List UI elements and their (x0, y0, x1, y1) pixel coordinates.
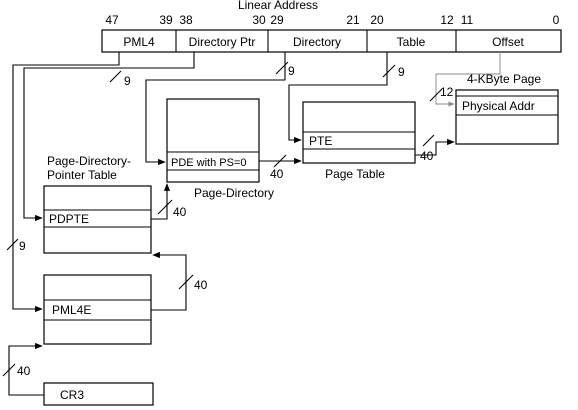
dir-index-width-tick (275, 61, 289, 75)
dir-index-width: 9 (288, 64, 295, 78)
pdpt-title-line2: Pointer Table (47, 168, 117, 182)
offset-width-tick (429, 88, 443, 102)
pml4e-to-pdpt-width: 40 (194, 278, 208, 292)
pml4-index-width-2: 9 (19, 239, 26, 253)
field-table: Table (397, 35, 426, 49)
pml4e-entry: PML4E (52, 303, 91, 317)
pml4-index-width: 9 (124, 74, 131, 88)
pml4-index-width-tick-2 (6, 238, 19, 251)
bit-label-29: 29 (270, 13, 284, 27)
pml4-index-width-tick (109, 70, 122, 83)
cr3-to-pml4-width-tick (2, 363, 16, 377)
pml4-index-connector (12, 52, 120, 313)
pdpt-box (43, 185, 152, 254)
table-index-connector (288, 52, 388, 144)
table-index-width-tick (382, 64, 396, 78)
field-pml4: PML4 (123, 35, 155, 49)
pdpte-entry: PDPTE (49, 212, 89, 226)
bit-label-38: 38 (179, 13, 193, 27)
pte-to-page-width: 40 (420, 149, 434, 163)
linear-address-title: Linear Address (238, 0, 318, 12)
dirptr-index-connector (23, 52, 195, 222)
pdpte-to-pd-arrow (151, 183, 171, 220)
pml4e-to-pdpt-width-tick (178, 274, 194, 290)
field-directory-ptr: Directory Ptr (189, 35, 256, 49)
pde-to-pt-width: 40 (270, 167, 284, 181)
pml4-table-box (43, 274, 152, 345)
pml4e-to-pdpt-arrow (151, 251, 187, 311)
linear-address-bar (101, 29, 562, 53)
offset-connector (435, 52, 501, 107)
cr3-register (43, 382, 154, 406)
offset-width: 12 (440, 85, 454, 99)
bit-label-47: 47 (105, 13, 119, 27)
cr3-to-pml4-width: 40 (17, 364, 31, 378)
bit-label-21: 21 (346, 13, 360, 27)
pdpte-to-pd-width: 40 (173, 205, 187, 219)
bit-label-0: 0 (553, 13, 560, 27)
page-directory-title: Page-Directory (194, 186, 274, 200)
page-box (455, 89, 559, 145)
bit-label-12: 12 (440, 13, 454, 27)
pdpt-title-line1: Page-Directory- (47, 154, 131, 168)
page-title: 4-KByte Page (467, 72, 541, 86)
dir-index-connector (145, 52, 286, 166)
pdpte-to-pd-width-tick (157, 199, 173, 215)
bit-label-39: 39 (159, 13, 173, 27)
bit-label-11: 11 (461, 13, 474, 27)
bit-label-20: 20 (370, 13, 384, 27)
table-index-width: 9 (398, 65, 405, 79)
page-directory-box (166, 98, 260, 183)
pte-to-page-width-tick (422, 134, 435, 147)
field-offset: Offset (492, 35, 524, 49)
page-entry: Physical Addr (462, 99, 535, 113)
pte-to-page-arrow (415, 138, 455, 156)
cr3-label: CR3 (60, 388, 84, 402)
pte-entry: PTE (309, 134, 332, 148)
pde-to-pt-width-tick (273, 154, 287, 168)
bit-label-30: 30 (252, 13, 266, 27)
page-table-title: Page Table (325, 167, 385, 181)
pde-entry: PDE with PS=0 (171, 157, 247, 169)
field-directory: Directory (293, 35, 341, 49)
